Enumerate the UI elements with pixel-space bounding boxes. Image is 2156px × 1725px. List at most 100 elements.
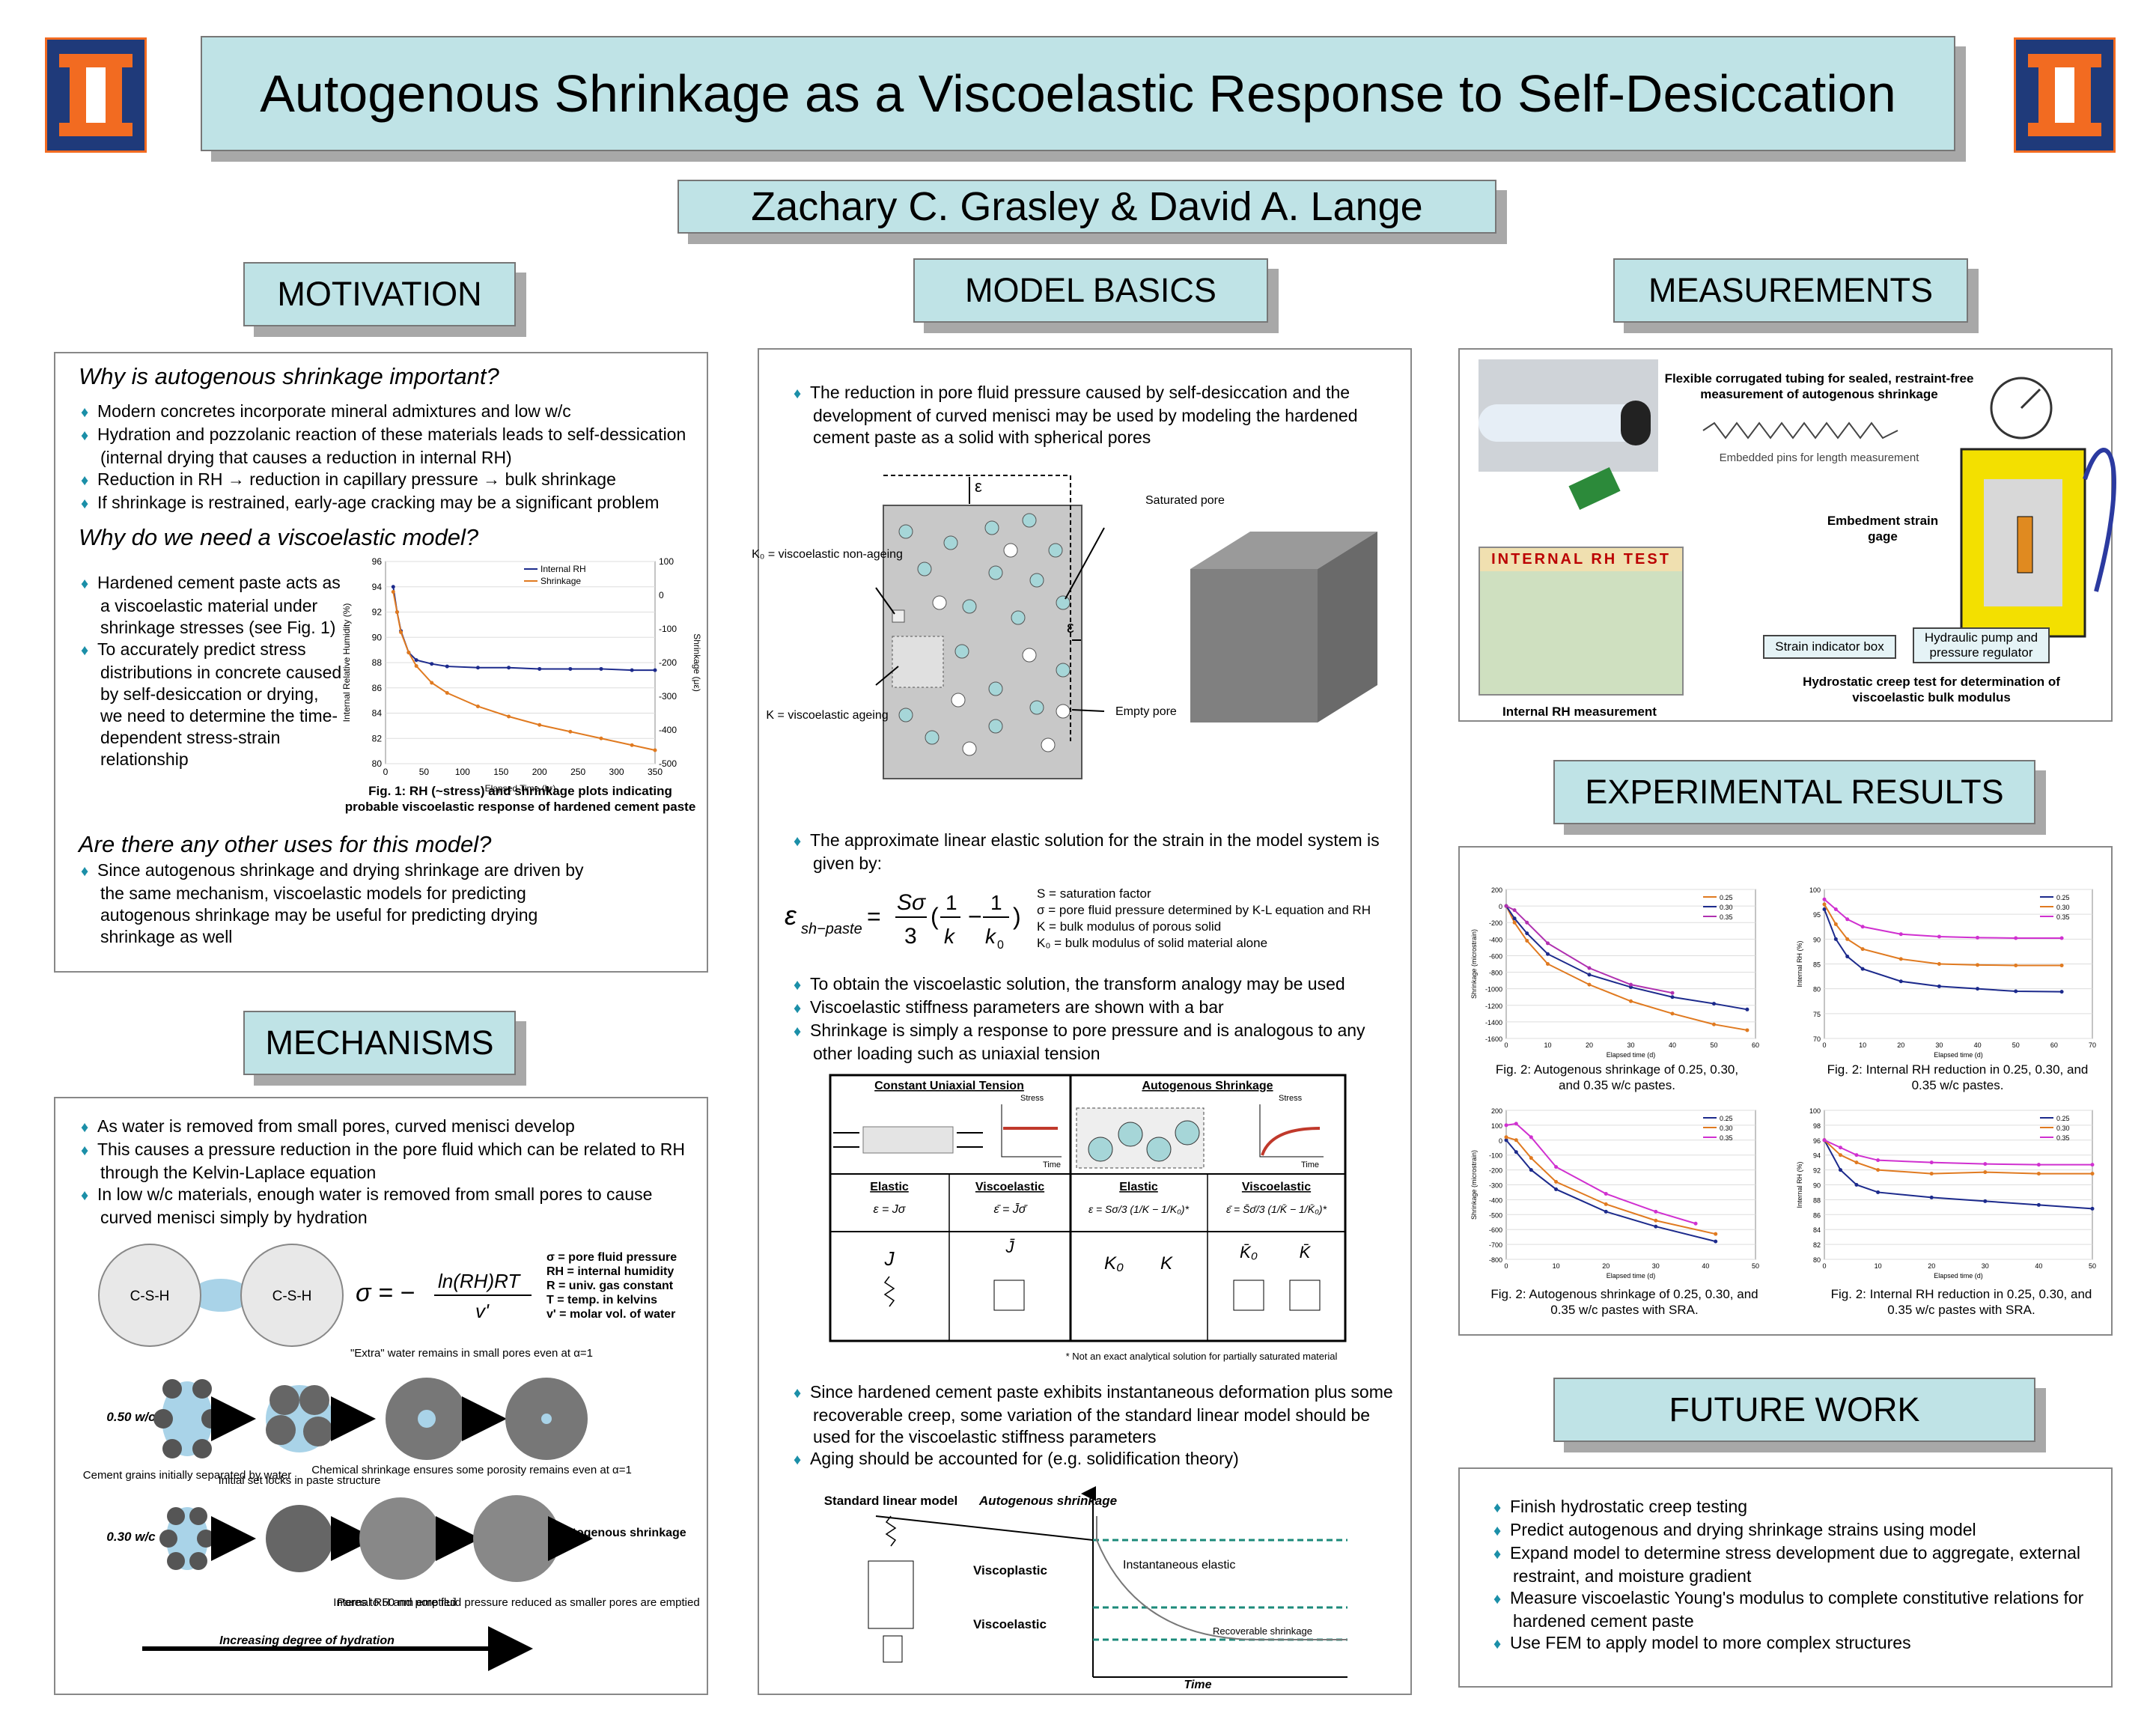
- fig2c-chart: 2001000-100-200-300-400-500-600-700-8000…: [1470, 1107, 1759, 1280]
- data-point: [2059, 990, 2064, 994]
- series-line-2: [1824, 1139, 2092, 1166]
- data-point: [1929, 1172, 1934, 1176]
- motivation-question-2: Why do we need a viscoelastic model?: [79, 524, 479, 550]
- slm-viscoplastic: Viscoplastic: [973, 1563, 1047, 1578]
- y-right-tick-label: -500: [659, 758, 677, 769]
- y-tick-label: -800: [1489, 1256, 1502, 1264]
- y-tick-label: 90: [1813, 936, 1821, 943]
- slm-recoverable: Recoverable shrinkage: [1213, 1625, 1312, 1637]
- grains-row2-stage-3: [359, 1497, 442, 1580]
- x-axis-label: Elapsed Time (hr): [485, 783, 556, 794]
- grains-stage-4: [505, 1378, 588, 1460]
- x-tick-label: 60: [2050, 1041, 2058, 1049]
- data-point: [1604, 1209, 1608, 1214]
- data-point: [599, 736, 603, 740]
- data-point: [1529, 1135, 1533, 1140]
- data-point: [1854, 1153, 1859, 1157]
- university-logo-left: [45, 37, 147, 153]
- y-tick-label: -400: [1489, 1196, 1502, 1204]
- y-tick-label: 0: [1499, 903, 1502, 910]
- legend-entry: 0.35: [2056, 1134, 2070, 1142]
- epsilon-side: ε: [1067, 618, 1074, 636]
- legend-entry: 0.35: [1720, 913, 1733, 921]
- svg-text:−: −: [968, 903, 982, 930]
- motivation-bullets-3: ♦Since autogenous shrinkage and drying s…: [81, 860, 584, 946]
- strain-indicator-box: Strain indicator box: [1763, 635, 1896, 659]
- svg-text:k: k: [944, 925, 956, 948]
- x-tick-label: 60: [1752, 1041, 1759, 1049]
- svg-text:k: k: [985, 925, 997, 948]
- data-point: [1693, 1221, 1698, 1226]
- saturated-pores: [898, 513, 1071, 745]
- kelvin-laplace-equation: σ = − ln(RH)RT v': [356, 1270, 532, 1322]
- y-tick-label: 84: [372, 708, 383, 719]
- data-point: [1504, 1138, 1508, 1143]
- x-tick-label: 100: [455, 767, 470, 777]
- rh-sensor-photo: [1561, 466, 1632, 528]
- x-tick-label: 30: [1935, 1041, 1943, 1049]
- slm-title: Standard linear model: [824, 1494, 958, 1508]
- data-point: [430, 681, 434, 685]
- y-tick-label: 0: [1499, 1137, 1502, 1145]
- motivation-heading: MOTIVATION: [243, 262, 516, 326]
- pores-emptied-label: Pores to 50 nm emptied: [337, 1596, 456, 1609]
- model-intro: ♦The reduction in pore fluid pressure ca…: [794, 383, 1358, 447]
- data-point: [1833, 907, 1838, 912]
- svg-text:J̄: J̄: [1005, 1238, 1016, 1256]
- table-footnote: * Not an exact analytical solution for p…: [1065, 1351, 1338, 1362]
- legend-entry: 0.30: [2056, 1125, 2070, 1132]
- table-header-tension: Constant Uniaxial Tension: [874, 1080, 1024, 1092]
- y-tick-label: 94: [372, 582, 383, 592]
- data-point: [1554, 1165, 1559, 1169]
- data-point: [2059, 963, 2064, 967]
- data-point: [414, 658, 418, 663]
- stress-axis-2: Stress: [1279, 1094, 1303, 1103]
- data-point: [1937, 984, 1941, 988]
- svg-text:1: 1: [945, 891, 957, 914]
- svg-text:v': v': [475, 1300, 490, 1322]
- svg-text:sh−paste: sh−paste: [801, 921, 862, 937]
- data-point: [1546, 941, 1550, 946]
- col-viscoelastic-1: Viscoelastic: [975, 1181, 1044, 1193]
- data-point: [2090, 1172, 2095, 1176]
- epsilon-top: ε: [975, 477, 982, 496]
- data-point: [1876, 1158, 1881, 1163]
- fig2c-caption: Fig. 2: Autogenous shrinkage of 0.25, 0.…: [1490, 1287, 1758, 1317]
- data-point: [1983, 1199, 1988, 1203]
- data-point: [1529, 1156, 1533, 1160]
- data-point: [653, 668, 657, 672]
- y-right-tick-label: -100: [659, 624, 677, 634]
- y-tick-label: 70: [1813, 1035, 1821, 1043]
- grains-stage-2: [266, 1385, 333, 1452]
- data-point: [445, 691, 449, 695]
- data-point: [2014, 936, 2018, 940]
- hydration-arrow-label: Increasing degree of hydration: [219, 1634, 395, 1647]
- svg-text:K̄₀: K̄₀: [1240, 1243, 1258, 1262]
- data-point: [1976, 963, 1980, 967]
- x-tick-label: 10: [1544, 1041, 1551, 1049]
- data-point: [1514, 1138, 1518, 1143]
- data-point: [391, 590, 395, 594]
- wc-030-label: 0.30 w/c: [106, 1530, 156, 1544]
- data-point: [1604, 1202, 1608, 1206]
- data-point: [1937, 934, 1941, 939]
- data-point: [1504, 1135, 1508, 1140]
- y-tick-label: 200: [1491, 886, 1502, 894]
- legend-entry: 0.25: [1720, 1115, 1733, 1122]
- data-point: [568, 729, 573, 734]
- x-tick-label: 250: [570, 767, 585, 777]
- data-point: [2014, 989, 2018, 994]
- y-axis-label: Internal RH (%): [1796, 1161, 1803, 1208]
- data-point: [1838, 1146, 1842, 1150]
- col-viscoelastic-2: Viscoelastic: [1242, 1181, 1311, 1193]
- data-point: [1525, 939, 1529, 943]
- y-tick-label: 75: [1813, 1011, 1821, 1018]
- data-point: [445, 664, 449, 669]
- data-point: [1554, 1187, 1559, 1191]
- legend-entry: 0.30: [1720, 904, 1733, 911]
- svg-text:1: 1: [990, 891, 1002, 914]
- csh-label-right: C-S-H: [272, 1289, 312, 1304]
- x-tick-label: 50: [1752, 1262, 1759, 1270]
